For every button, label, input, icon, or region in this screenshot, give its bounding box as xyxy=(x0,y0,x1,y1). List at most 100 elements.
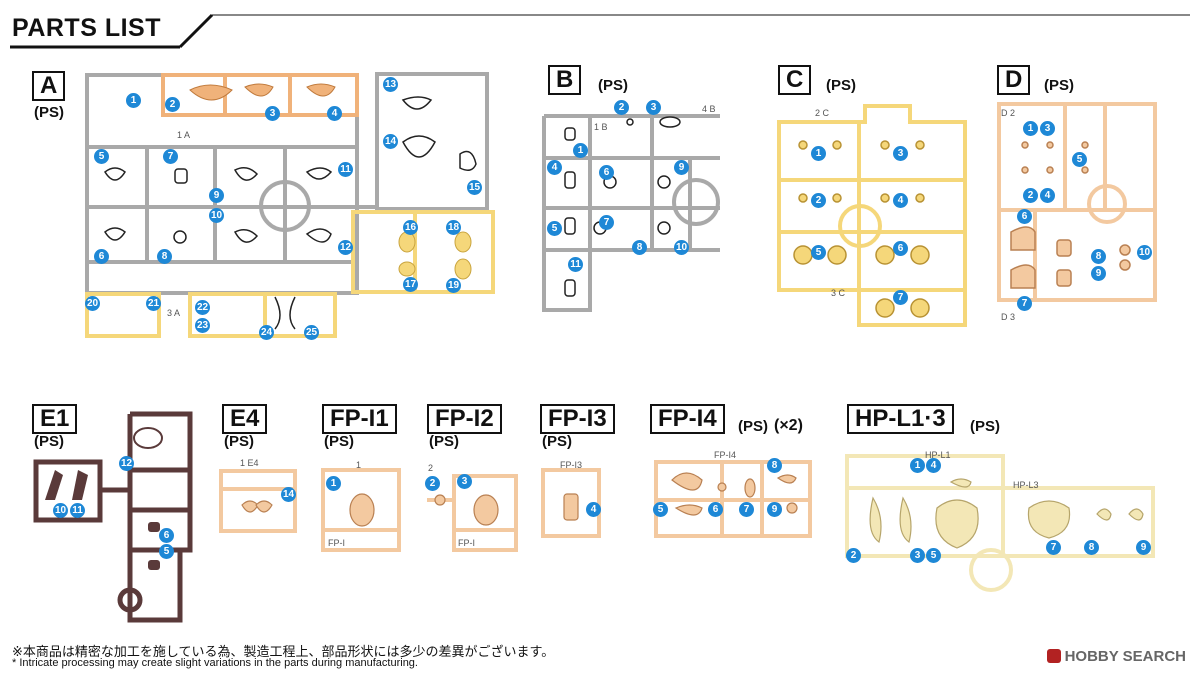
part-callout: 2 xyxy=(425,476,440,491)
runner-material-fp-i2: (PS) xyxy=(429,433,459,450)
part-callout: 11 xyxy=(338,162,353,177)
part-callout: 4 xyxy=(926,458,941,473)
runner-b-frame: 1 B 4 B xyxy=(540,100,730,315)
part-callout: 3 xyxy=(457,474,472,489)
part-callout: 6 xyxy=(708,502,723,517)
part-callout: 7 xyxy=(599,215,614,230)
runner-material-e4: (PS) xyxy=(224,433,254,450)
runner-fp-i1-frame: 1 FP-I xyxy=(320,460,405,555)
note-english: * Intricate processing may create slight… xyxy=(12,657,418,669)
part-callout: 10 xyxy=(1137,245,1152,260)
part-callout: 7 xyxy=(1017,296,1032,311)
part-callout: 21 xyxy=(146,296,161,311)
part-callout: 10 xyxy=(209,208,224,223)
part-callout: 9 xyxy=(767,502,782,517)
part-callout: 3 xyxy=(1040,121,1055,136)
runner-a-tag-3: 3 A xyxy=(167,308,181,318)
runner-a-tag-1: 1 A xyxy=(177,130,191,140)
part-callout: 2 xyxy=(165,97,180,112)
part-callout: 1 xyxy=(326,476,341,491)
part-callout: 5 xyxy=(159,544,174,559)
part-callout: 5 xyxy=(547,221,562,236)
part-callout: 3 xyxy=(646,100,661,115)
part-callout: 2 xyxy=(846,548,861,563)
title-rule xyxy=(10,13,1190,49)
runner-fp-i4-frame: FP-I4 xyxy=(652,450,817,542)
runner-fp-i2-tag-1: 2 xyxy=(428,463,434,473)
part-callout: 5 xyxy=(94,149,109,164)
runner-material-e1: (PS) xyxy=(34,433,64,450)
part-callout: 20 xyxy=(85,296,100,311)
runner-label-d: D xyxy=(997,65,1031,95)
part-callout: 17 xyxy=(403,277,418,292)
part-callout: 14 xyxy=(383,134,398,149)
runner-label-e4: E4 xyxy=(222,404,268,434)
runner-hp-l13-frame: HP-L1 HP-L3 xyxy=(843,448,1163,598)
part-callout: 12 xyxy=(338,240,353,255)
logo-icon xyxy=(1046,649,1061,663)
part-callout: 9 xyxy=(1136,540,1151,555)
part-callout: 11 xyxy=(568,257,583,272)
runner-fp-i3-frame: FP-I3 xyxy=(540,460,605,540)
runner-b-tag-4: 4 B xyxy=(702,104,716,114)
part-callout: 6 xyxy=(159,528,174,543)
runner-material-hp-l13: (PS) xyxy=(970,418,1000,435)
page-title: PARTS LIST xyxy=(12,14,161,42)
part-callout: 6 xyxy=(893,241,908,256)
runner-label-e1: E1 xyxy=(32,404,78,434)
runner-a-frame: 1 A 3 A xyxy=(85,72,495,342)
runner-label-b: B xyxy=(548,65,582,95)
runner-c-tag-3: 3 C xyxy=(831,288,846,298)
note-japanese: ※本商品は精密な加工を施している為、製造工程上、部品形状には多少の差異がございま… xyxy=(12,645,555,660)
runner-label-fp-i4: FP-I4 xyxy=(650,404,725,434)
part-callout: 4 xyxy=(547,160,562,175)
part-callout: 7 xyxy=(739,502,754,517)
runner-material-b: (PS) xyxy=(598,77,628,94)
runner-label-fp-i1: FP-I1 xyxy=(322,404,397,434)
runner-c-tag-2: 2 C xyxy=(815,108,830,118)
part-callout: 2 xyxy=(614,100,629,115)
runner-b-tag-1: 1 B xyxy=(594,122,608,132)
part-callout: 6 xyxy=(599,165,614,180)
runner-label-hp-l13: HP-L1·3 xyxy=(847,404,954,434)
part-callout: 15 xyxy=(467,180,482,195)
runner-fp-i1-tag-1: 1 xyxy=(356,460,362,470)
part-callout: 19 xyxy=(446,278,461,293)
runner-material-fp-i4: (PS) xyxy=(738,418,768,435)
runner-material-c: (PS) xyxy=(826,77,856,94)
part-callout: 5 xyxy=(926,548,941,563)
part-callout: 8 xyxy=(1091,249,1106,264)
part-callout: 4 xyxy=(1040,188,1055,203)
runner-label-fp-i2: FP-I2 xyxy=(427,404,502,434)
runner-d-frame: D 2 D 3 xyxy=(995,100,1165,330)
part-callout: 7 xyxy=(1046,540,1061,555)
part-callout: 9 xyxy=(1091,266,1106,281)
part-callout: 8 xyxy=(157,249,172,264)
part-callout: 1 xyxy=(1023,121,1038,136)
runner-label-fp-i3: FP-I3 xyxy=(540,404,615,434)
part-callout: 2 xyxy=(811,193,826,208)
part-callout: 24 xyxy=(259,325,274,340)
part-callout: 3 xyxy=(910,548,925,563)
runner-fp-i4-tag: FP-I4 xyxy=(714,450,737,460)
part-callout: 23 xyxy=(195,318,210,333)
runner-d-tag-2: D 2 xyxy=(1001,108,1016,118)
part-callout: 3 xyxy=(265,106,280,121)
runner-label-a: A xyxy=(32,71,66,101)
part-callout: 25 xyxy=(304,325,319,340)
part-callout: 14 xyxy=(281,487,296,502)
part-callout: 5 xyxy=(811,245,826,260)
runner-fp-i3-tag: FP-I3 xyxy=(560,460,583,470)
part-callout: 4 xyxy=(893,193,908,208)
runner-material-d: (PS) xyxy=(1044,77,1074,94)
part-callout: 13 xyxy=(383,77,398,92)
part-callout: 7 xyxy=(163,149,178,164)
runner-fp-i2-tag-2: FP-I xyxy=(458,538,475,548)
runner-fp-i2-frame: 2 FP-I xyxy=(424,460,519,555)
part-callout: 12 xyxy=(119,456,134,471)
runner-e4-tag: 1 E4 xyxy=(240,458,259,468)
part-callout: 9 xyxy=(209,188,224,203)
part-callout: 4 xyxy=(327,106,342,121)
part-callout: 16 xyxy=(403,220,418,235)
runner-hp-l3-tag: HP-L3 xyxy=(1013,480,1039,490)
